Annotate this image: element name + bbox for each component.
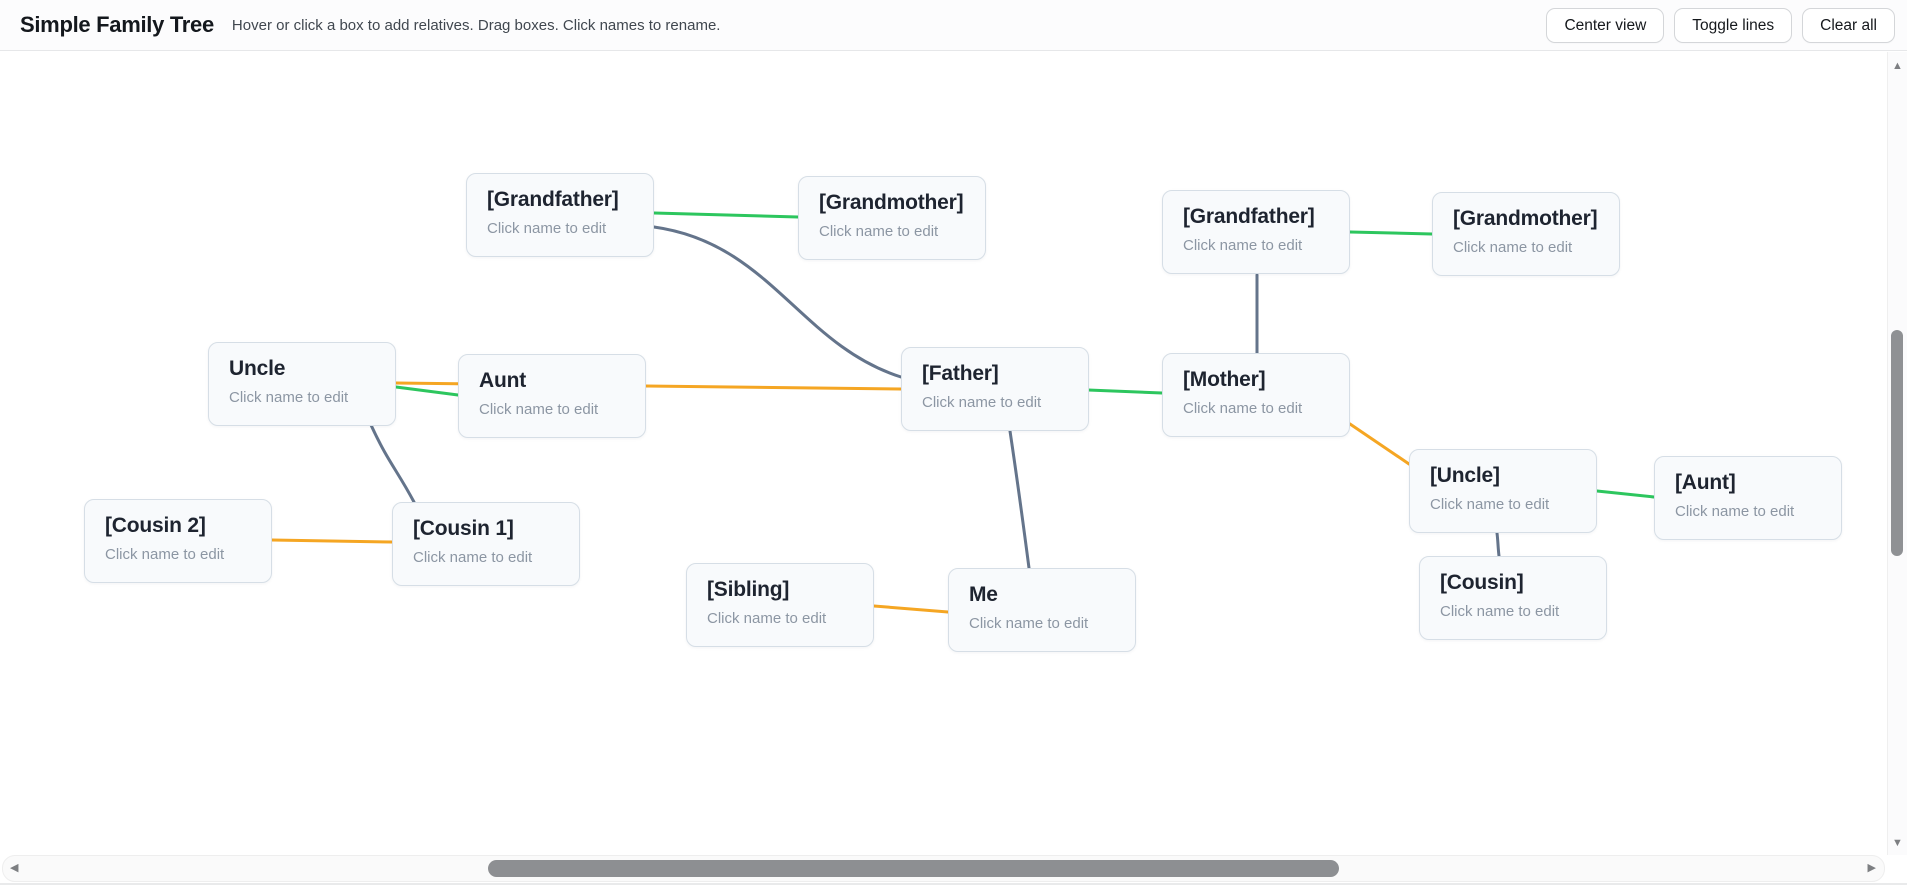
app-header: Simple Family Tree Hover or click a box … [0,0,1907,51]
scroll-left-arrow-icon[interactable]: ◀ [10,862,19,874]
family-node-name[interactable]: [Uncle] [1430,464,1500,487]
family-node-cousin-2[interactable]: [Cousin 2] Click name to edit [84,499,272,583]
scroll-up-arrow-icon[interactable]: ▲ [1892,60,1903,72]
clear-all-button[interactable]: Clear all [1802,7,1895,43]
family-node-hint: Click name to edit [922,394,1042,411]
family-node-uncle-maternal[interactable]: [Uncle] Click name to edit [1409,449,1597,533]
family-node-aunt-paternal[interactable]: Aunt Click name to edit [458,354,646,438]
family-node-name[interactable]: [Grandfather] [487,188,619,211]
edge-spouse-grandfather-maternal-grandmother-maternal [1348,230,1434,236]
family-node-hint: Click name to edit [413,549,533,566]
header-buttons: Center view Toggle lines Clear all [1546,7,1895,43]
family-node-name[interactable]: [Grandfather] [1183,205,1315,228]
family-node-hint: Click name to edit [1675,503,1795,520]
edge-sibling-mother-uncle-maternal [1348,422,1411,466]
family-node-uncle-paternal[interactable]: Uncle Click name to edit [208,342,396,426]
family-node-grandmother-paternal[interactable]: [Grandmother] Click name to edit [798,176,986,260]
family-node-cousin-1[interactable]: [Cousin 1] Click name to edit [392,502,580,586]
family-node-hint: Click name to edit [229,389,349,406]
edge-parent-child-uncle-maternal-cousin-maternal [1495,531,1501,558]
vertical-scrollbar[interactable]: ▲ ▼ [1887,52,1907,855]
family-node-name[interactable]: [Father] [922,362,999,385]
family-node-name[interactable]: [Aunt] [1675,471,1736,494]
family-node-hint: Click name to edit [1430,496,1550,513]
family-node-aunt-maternal[interactable]: [Aunt] Click name to edit [1654,456,1842,540]
app-title: Simple Family Tree [20,12,214,37]
family-node-hint: Click name to edit [1183,237,1303,254]
scroll-down-arrow-icon[interactable]: ▼ [1892,837,1903,849]
family-node-hint: Click name to edit [1440,603,1560,620]
family-node-name[interactable]: [Grandmother] [1453,207,1598,230]
family-node-name[interactable]: [Cousin] [1440,571,1524,594]
toggle-lines-button[interactable]: Toggle lines [1674,7,1793,43]
family-node-hint: Click name to edit [1183,400,1303,417]
edge-parent-child-father-me [1008,429,1031,570]
family-node-hint: Click name to edit [105,546,225,563]
family-node-grandfather-paternal[interactable]: [Grandfather] Click name to edit [466,173,654,257]
edge-sibling-cousin-2-cousin-1 [270,538,394,544]
family-node-me[interactable]: Me Click name to edit [948,568,1136,652]
family-node-hint: Click name to edit [819,223,939,240]
family-node-name[interactable]: Uncle [229,357,286,380]
scroll-right-arrow-icon[interactable]: ▶ [1867,862,1876,874]
family-node-cousin-maternal[interactable]: [Cousin] Click name to edit [1419,556,1607,640]
edge-spouse-grandfather-paternal-grandmother-paternal [652,211,800,219]
family-node-hint: Click name to edit [707,610,827,627]
family-node-sibling[interactable]: [Sibling] Click name to edit [686,563,874,647]
family-node-name[interactable]: Aunt [479,369,527,392]
family-node-grandmother-maternal[interactable]: [Grandmother] Click name to edit [1432,192,1620,276]
family-node-name[interactable]: [Sibling] [707,578,790,601]
app-subtitle: Hover or click a box to add relatives. D… [231,16,721,34]
edge-parent-child-grandfather-paternal-father [652,225,903,379]
family-node-name[interactable]: [Cousin 1] [413,517,514,540]
family-node-hint: Click name to edit [969,615,1089,632]
page-bottom-edge [0,883,1907,885]
family-node-father[interactable]: [Father] Click name to edit [901,347,1089,431]
family-node-hint: Click name to edit [1453,239,1573,256]
family-node-hint: Click name to edit [487,220,607,237]
edge-sibling-sibling-me [872,604,950,614]
family-node-name[interactable]: [Grandmother] [819,191,964,214]
family-node-name[interactable]: [Cousin 2] [105,514,206,537]
horizontal-scrollbar[interactable]: ◀ ▶ [2,855,1885,882]
family-node-name[interactable]: Me [969,583,998,606]
family-node-hint: Click name to edit [479,401,599,418]
center-view-button[interactable]: Center view [1546,7,1665,43]
edge-parent-child-uncle-paternal-cousin-1 [369,423,416,504]
edge-spouse-uncle-maternal-aunt-maternal [1595,489,1656,499]
vertical-scrollbar-thumb[interactable] [1891,330,1903,556]
family-node-name[interactable]: [Mother] [1183,368,1266,391]
edge-spouse-father-mother [1086,388,1164,395]
edge-spouse-uncle-paternal-aunt-paternal [394,385,460,397]
horizontal-scrollbar-thumb[interactable] [488,860,1339,877]
family-node-mother[interactable]: [Mother] Click name to edit [1162,353,1350,437]
family-node-grandfather-maternal[interactable]: [Grandfather] Click name to edit [1162,190,1350,274]
